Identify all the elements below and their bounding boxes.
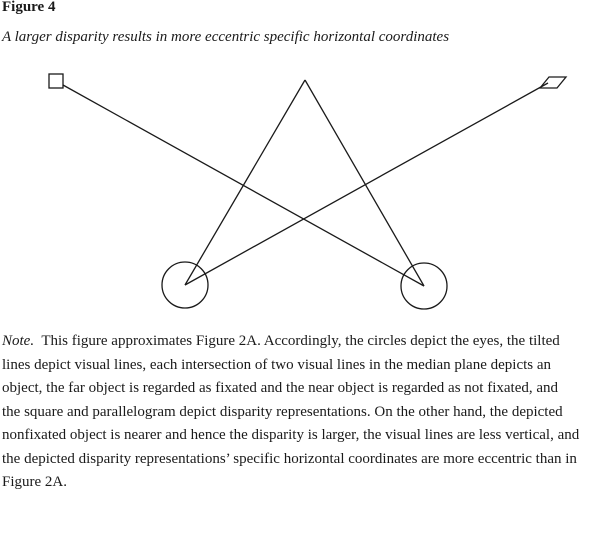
- note-line-3: object, the far object is regarded as fi…: [2, 380, 559, 396]
- figure-note: Note. This figure approximates Figure 2A…: [2, 330, 602, 495]
- note-line-4: the square and parallelogram depict disp…: [2, 403, 563, 420]
- left-visual-line-to-far-object: [184, 79, 306, 286]
- note-line-6: the depicted disparity representations’ …: [2, 450, 577, 467]
- figure-label: Figure 4: [2, 0, 56, 15]
- disparity-parallelogram: [538, 76, 568, 89]
- left-visual-line-to-parallelogram: [184, 82, 549, 286]
- note-text: This figure approximates Figure 2A. Acco…: [41, 333, 560, 349]
- note-label: Note.: [2, 333, 35, 349]
- right-visual-line-to-far-object: [304, 79, 425, 287]
- note-line-1: Note. This figure approximates Figure 2A…: [2, 330, 602, 354]
- disparity-square: [48, 73, 64, 89]
- note-line-5: nonfixated object is nearer and hence th…: [2, 427, 580, 443]
- note-line-2: lines depict visual lines, each intersec…: [2, 356, 552, 373]
- disparity-diagram: [48, 73, 568, 310]
- note-line-7: Figure 2A.: [2, 474, 67, 490]
- right-eye-circle: [400, 262, 448, 310]
- figure-title: A larger disparity results in more eccen…: [2, 29, 450, 45]
- right-visual-line-to-square: [62, 84, 425, 287]
- left-eye-circle: [161, 261, 209, 309]
